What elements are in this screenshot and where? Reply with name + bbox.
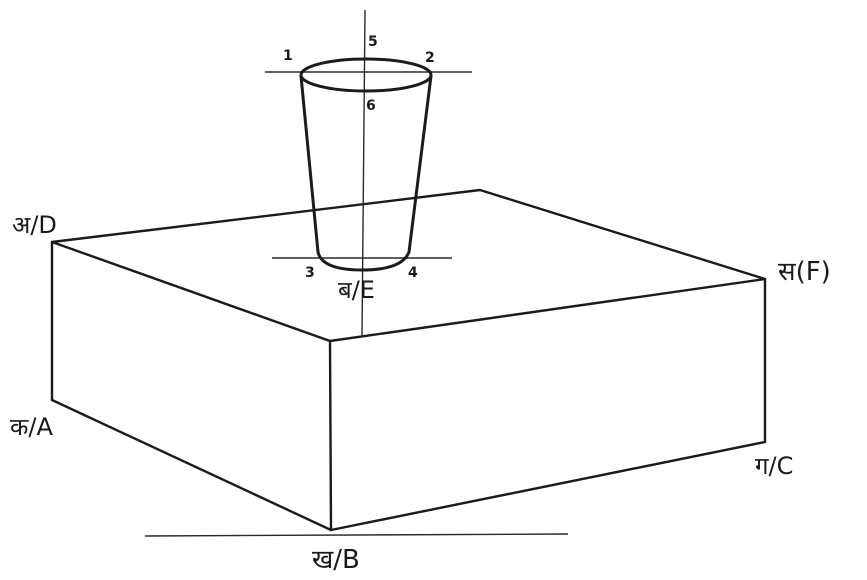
cup-right-side [407,74,433,254]
point-label-5: 5 [368,34,378,50]
point-label-3: 3 [305,265,315,281]
vertex-label-A: क/A [10,413,54,441]
cup-center-axis [361,9,366,337]
edge-E-B [328,339,333,532]
point-label-2: 2 [425,50,435,66]
point-label-4: 4 [408,265,418,281]
ground-line [144,533,569,537]
point-label-6: 6 [366,98,376,114]
cup-left-side [299,74,320,254]
point-label-1: 1 [283,48,293,64]
cup-rim [299,57,433,93]
vertex-label-F: स(F) [778,257,831,287]
edge-A-B [50,398,333,532]
vertex-label-E: ब/E [338,276,375,304]
edge-B-C [329,440,767,532]
vertex-label-D: अ/D [12,211,57,239]
vertex-label-B: ख/B [312,545,360,575]
vertex-label-C: ग/C [755,452,793,480]
cup-base [316,250,411,272]
